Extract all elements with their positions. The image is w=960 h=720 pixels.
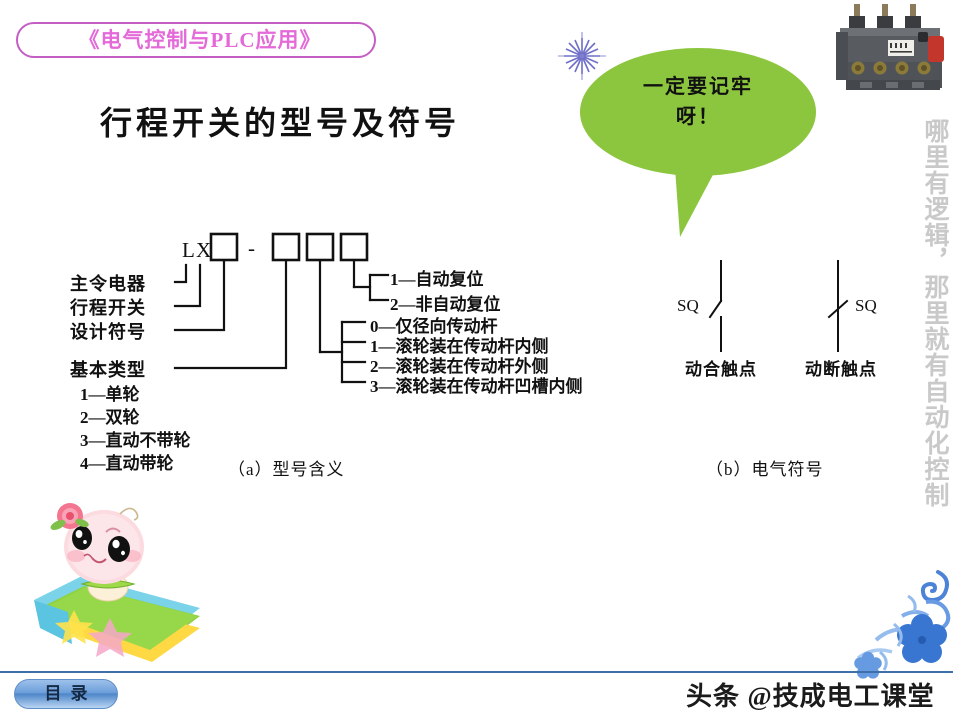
speech-bubble: 一定要记牢 呀！ xyxy=(578,44,818,239)
course-badge-label: 《电气控制与PLC应用》 xyxy=(78,28,322,52)
no-contact-designator: SQ xyxy=(677,296,699,315)
svg-text:X: X xyxy=(196,238,211,262)
no-contact-label: 动合触点 xyxy=(685,360,757,379)
model-designation-diagram: L X - 主令电器 行程开关 设计符号 基本类型 1—单轮 2—双轮 3—直动… xyxy=(70,225,640,473)
speech-bubble-text: 一定要记牢 呀！ xyxy=(578,72,818,132)
basic-type-option-2: 2—双轮 xyxy=(80,408,140,427)
roller-option-2: 2—滚轮装在传动杆外侧 xyxy=(370,357,549,376)
vertical-slogan: 哪里有逻辑，那里就有自动化控制 xyxy=(921,118,948,508)
basic-type-option-1: 1—单轮 xyxy=(80,385,140,404)
thermal-relay-photo xyxy=(832,2,954,94)
mascot-illustration xyxy=(22,492,207,677)
channel-watermark: 头条 @技成电工课堂 xyxy=(686,682,935,711)
reset-option-2: 2—非自动复位 xyxy=(390,295,501,314)
electrical-symbol-svg: SQ SQ xyxy=(677,260,877,352)
blue-floral-corner-decoration xyxy=(842,566,960,686)
page-title: 行程开关的型号及符号 xyxy=(100,105,461,141)
footer-divider xyxy=(0,671,953,673)
roller-option-1: 1—滚轮装在传动杆内侧 xyxy=(370,337,549,356)
electrical-symbol-diagram: SQ SQ 动合触点 动断触点 xyxy=(665,255,900,385)
label-design-symbol: 设计符号 xyxy=(70,322,146,342)
label-basic-type: 基本类型 xyxy=(70,360,146,380)
speech-bubble-line-1: 一定要记牢 xyxy=(643,76,753,98)
speech-bubble-line-2: 呀！ xyxy=(676,106,720,128)
course-badge-frame xyxy=(16,22,376,58)
sparkle-icon xyxy=(558,32,606,80)
nc-contact-designator: SQ xyxy=(855,296,877,315)
figure-b-caption: （b）电气符号 xyxy=(706,460,824,479)
label-main-command-device: 主令电器 xyxy=(70,274,146,294)
table-of-contents-label[interactable]: 目录 xyxy=(44,684,97,703)
table-of-contents-button[interactable] xyxy=(14,679,118,709)
basic-type-option-4: 4—直动带轮 xyxy=(80,454,174,473)
roller-option-0: 0—仅径向传动杆 xyxy=(370,317,498,336)
roller-option-3: 3—滚轮装在传动杆凹槽内侧 xyxy=(370,377,583,396)
svg-text:-: - xyxy=(248,236,255,260)
basic-type-option-3: 3—直动不带轮 xyxy=(80,431,191,450)
model-designation-svg: L X - xyxy=(173,232,390,384)
svg-text:L: L xyxy=(182,238,195,262)
nc-contact-label: 动断触点 xyxy=(805,360,877,379)
reset-option-1: 1—自动复位 xyxy=(390,270,484,289)
label-travel-switch: 行程开关 xyxy=(70,298,146,318)
figure-a-caption: （a）型号含义 xyxy=(228,460,345,479)
